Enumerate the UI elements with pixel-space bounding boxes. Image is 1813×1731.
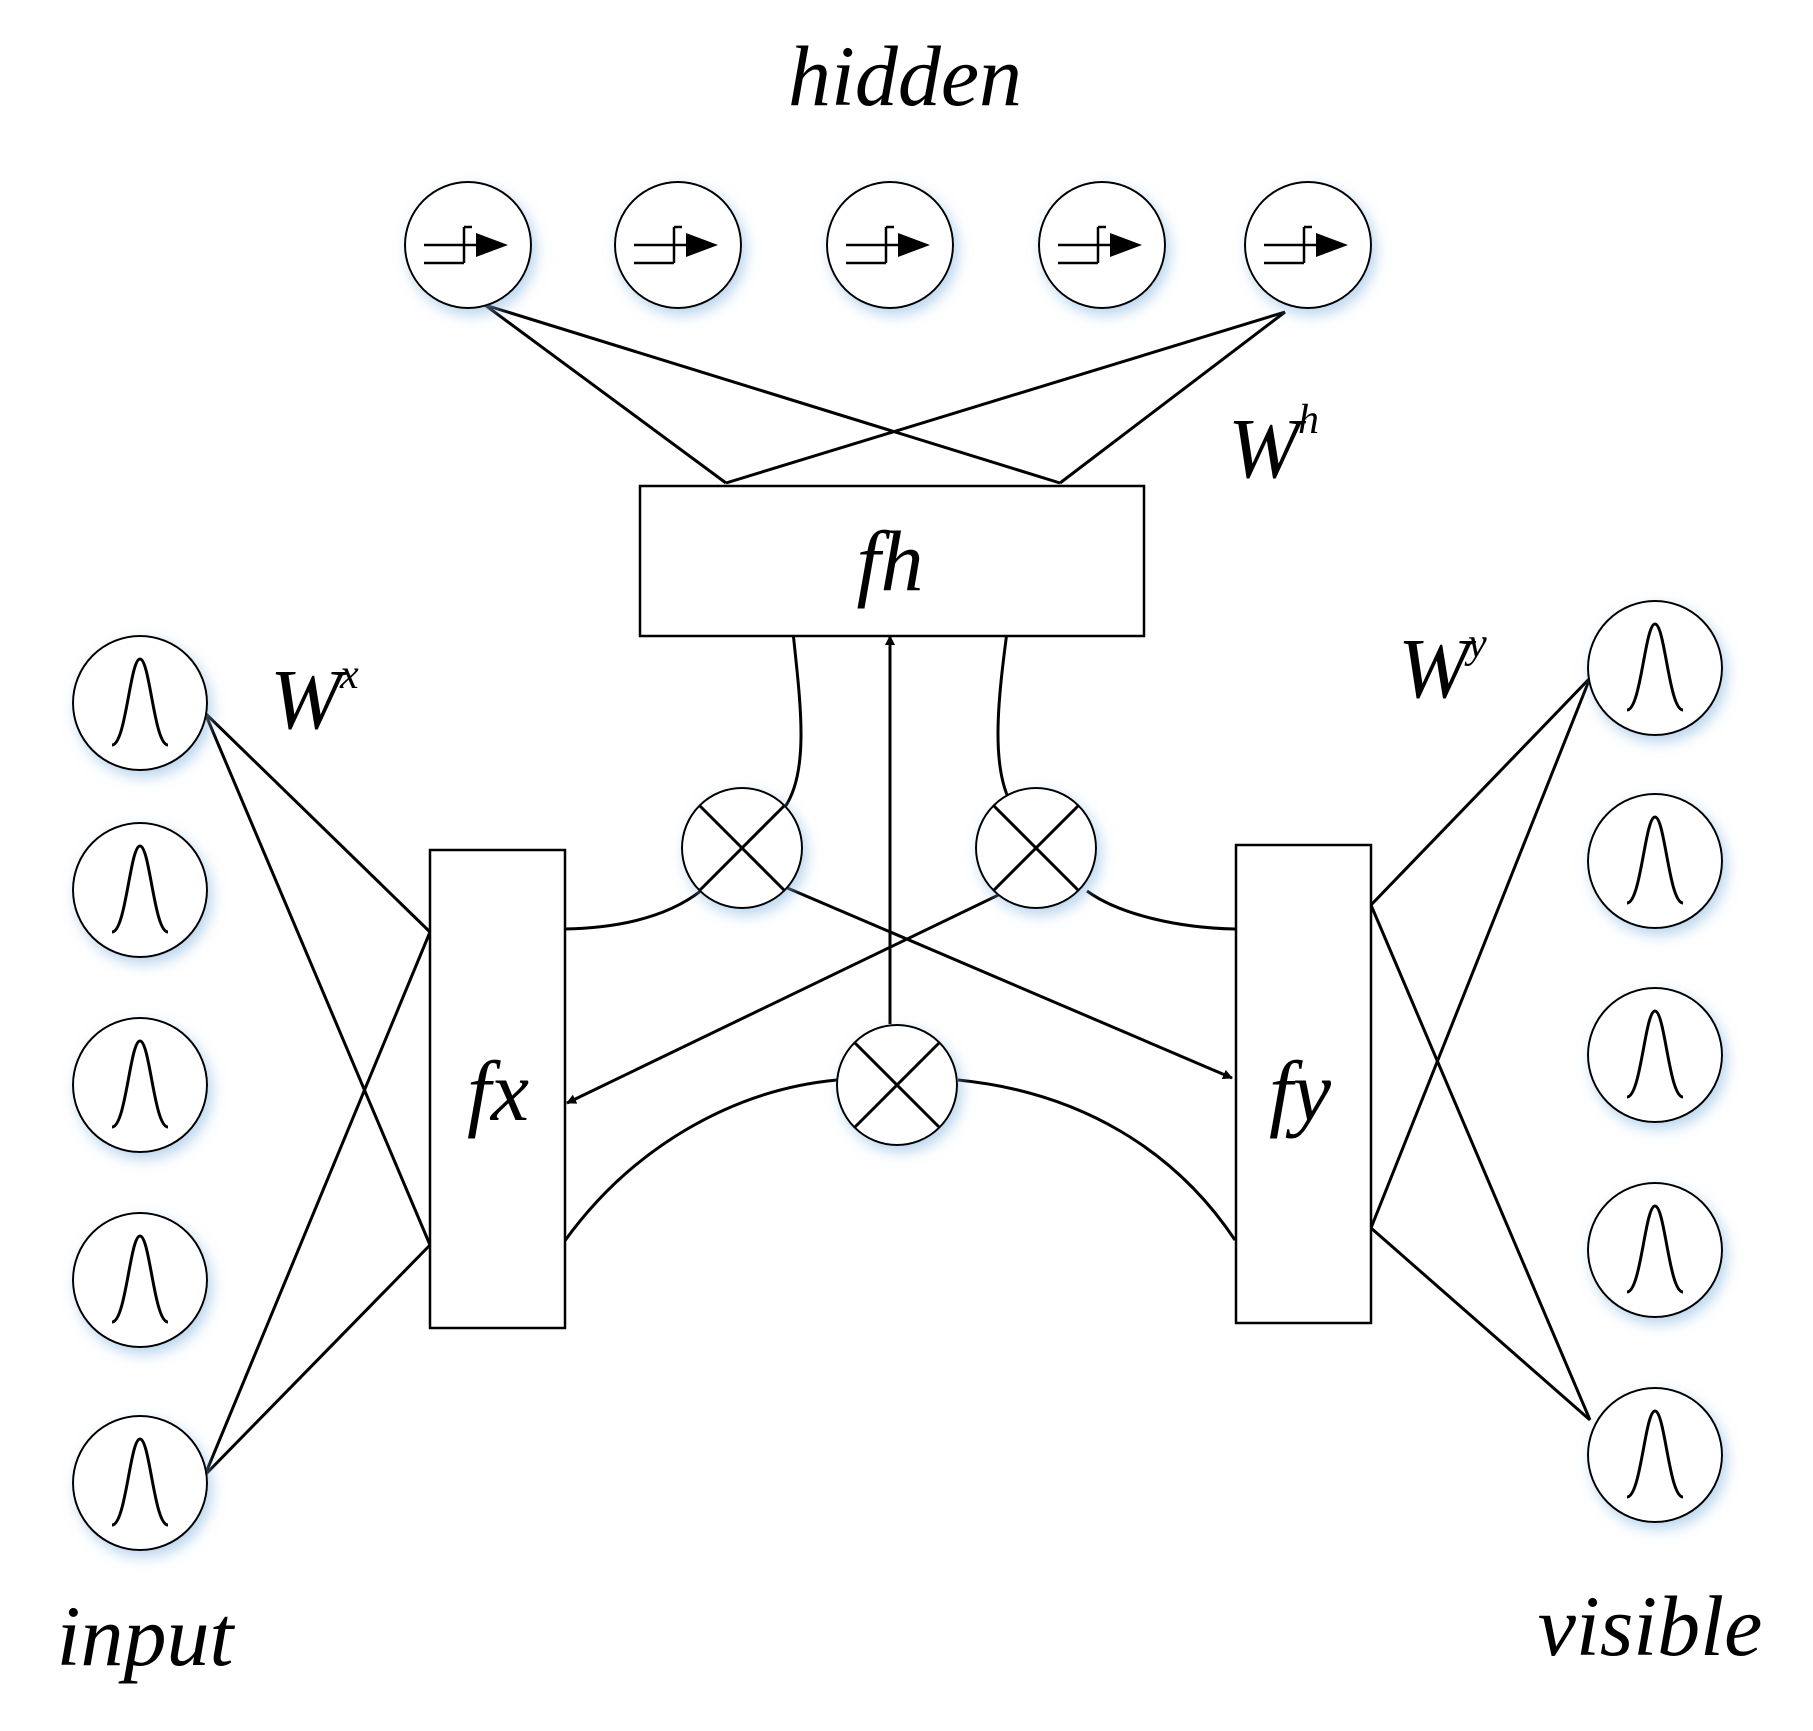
- hidden-unit: [614, 181, 742, 309]
- visible-layer-label: visible: [1538, 1578, 1763, 1674]
- input-layer: [72, 635, 208, 1551]
- weight-label-wh: W h: [1228, 397, 1319, 496]
- connection-lines: [203, 303, 1592, 1477]
- visible-unit: [1587, 1182, 1723, 1318]
- wx-base: W: [270, 651, 349, 747]
- hidden-unit: [1244, 181, 1372, 309]
- fx-factor-box: fx: [428, 848, 567, 1330]
- multiplier-node: [836, 1024, 958, 1146]
- hidden-unit: [404, 181, 532, 309]
- fy-label: fy: [1269, 1043, 1332, 1139]
- input-layer-label: input: [57, 1588, 236, 1684]
- input-unit: [72, 1017, 208, 1153]
- fh-factor-box: fh: [638, 484, 1146, 638]
- visible-unit: [1587, 793, 1723, 929]
- wy-superscript: y: [1464, 621, 1487, 667]
- input-unit: [72, 822, 208, 958]
- visible-unit: [1587, 1387, 1723, 1523]
- hidden-unit: [1038, 181, 1166, 309]
- input-unit: [72, 635, 208, 771]
- hidden-layer-label: hidden: [788, 28, 1022, 124]
- wy-base: W: [1398, 620, 1477, 716]
- multiplier-node: [681, 787, 803, 909]
- visible-unit: [1587, 600, 1723, 736]
- hidden-unit: [826, 181, 954, 309]
- hidden-layer: [404, 181, 1372, 309]
- visible-layer: [1587, 600, 1723, 1523]
- fy-factor-box: fy: [1234, 843, 1373, 1325]
- input-unit: [72, 1415, 208, 1551]
- wh-superscript: h: [1298, 397, 1319, 443]
- weight-label-wx: W x: [270, 651, 359, 747]
- input-unit: [72, 1212, 208, 1348]
- fh-label: fh: [857, 513, 924, 609]
- multiplier-node: [975, 787, 1097, 909]
- wx-superscript: x: [339, 652, 359, 698]
- weight-label-wy: W y: [1398, 620, 1487, 716]
- fx-label: fx: [467, 1043, 529, 1139]
- visible-unit: [1587, 987, 1723, 1123]
- wh-base: W: [1228, 400, 1307, 496]
- multiplier-nodes: [681, 787, 1097, 1146]
